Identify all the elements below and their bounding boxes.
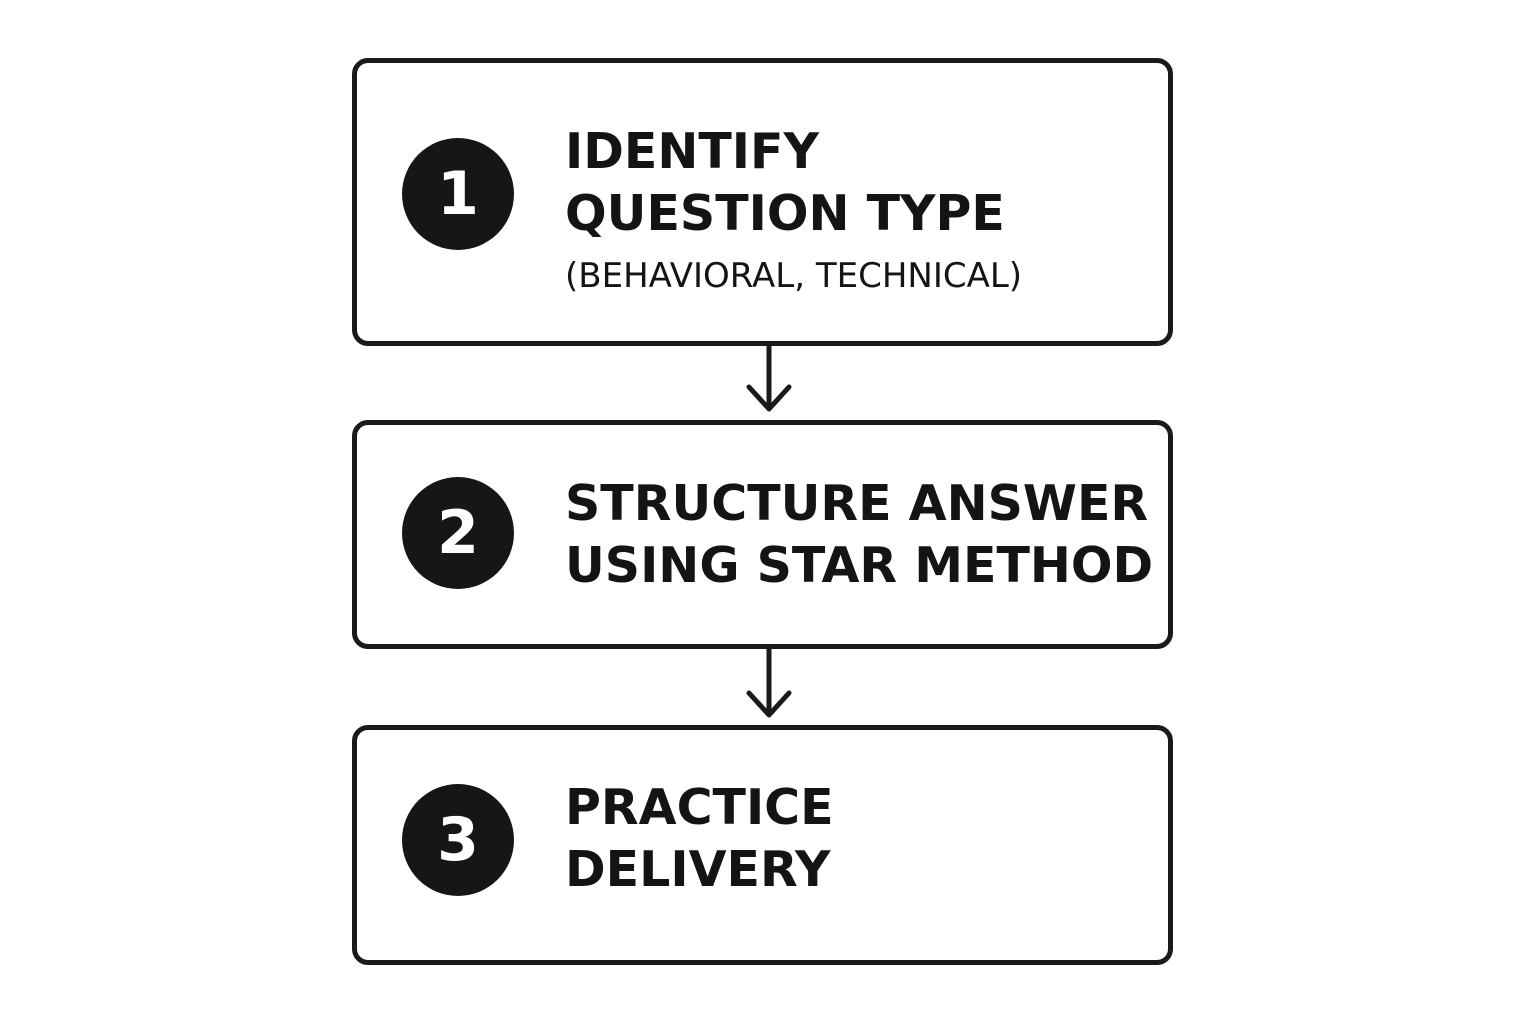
step-3-number-badge: 3 — [402, 784, 514, 896]
step-1-title-line-1: IDENTIFY — [565, 123, 819, 180]
step-2-title-line-1: STRUCTURE ANSWER — [565, 475, 1149, 532]
step-1-subtitle: (BEHAVIORAL, TECHNICAL) — [565, 256, 1023, 296]
step-2-title: STRUCTURE ANSWER USING STAR METHOD — [565, 473, 1153, 597]
step-3-title: PRACTICE DELIVERY — [565, 777, 834, 901]
step-3-box: 3 PRACTICE DELIVERY — [352, 725, 1173, 965]
step-1-number-badge: 1 — [402, 138, 514, 250]
step-3-title-line-1: PRACTICE — [565, 779, 834, 836]
step-1-title: IDENTIFY QUESTION TYPE — [565, 121, 1005, 245]
step-2-box: 2 STRUCTURE ANSWER USING STAR METHOD — [352, 420, 1173, 649]
step-1-title-line-2: QUESTION TYPE — [565, 185, 1005, 242]
step-3-title-line-2: DELIVERY — [565, 841, 831, 898]
step-2-title-line-2: USING STAR METHOD — [565, 537, 1154, 594]
step-2-number-badge: 2 — [402, 477, 514, 589]
arrow-down-icon — [746, 343, 792, 412]
step-1-box: 1 IDENTIFY QUESTION TYPE (BEHAVIORAL, TE… — [352, 58, 1173, 346]
arrow-down-icon — [746, 647, 792, 718]
